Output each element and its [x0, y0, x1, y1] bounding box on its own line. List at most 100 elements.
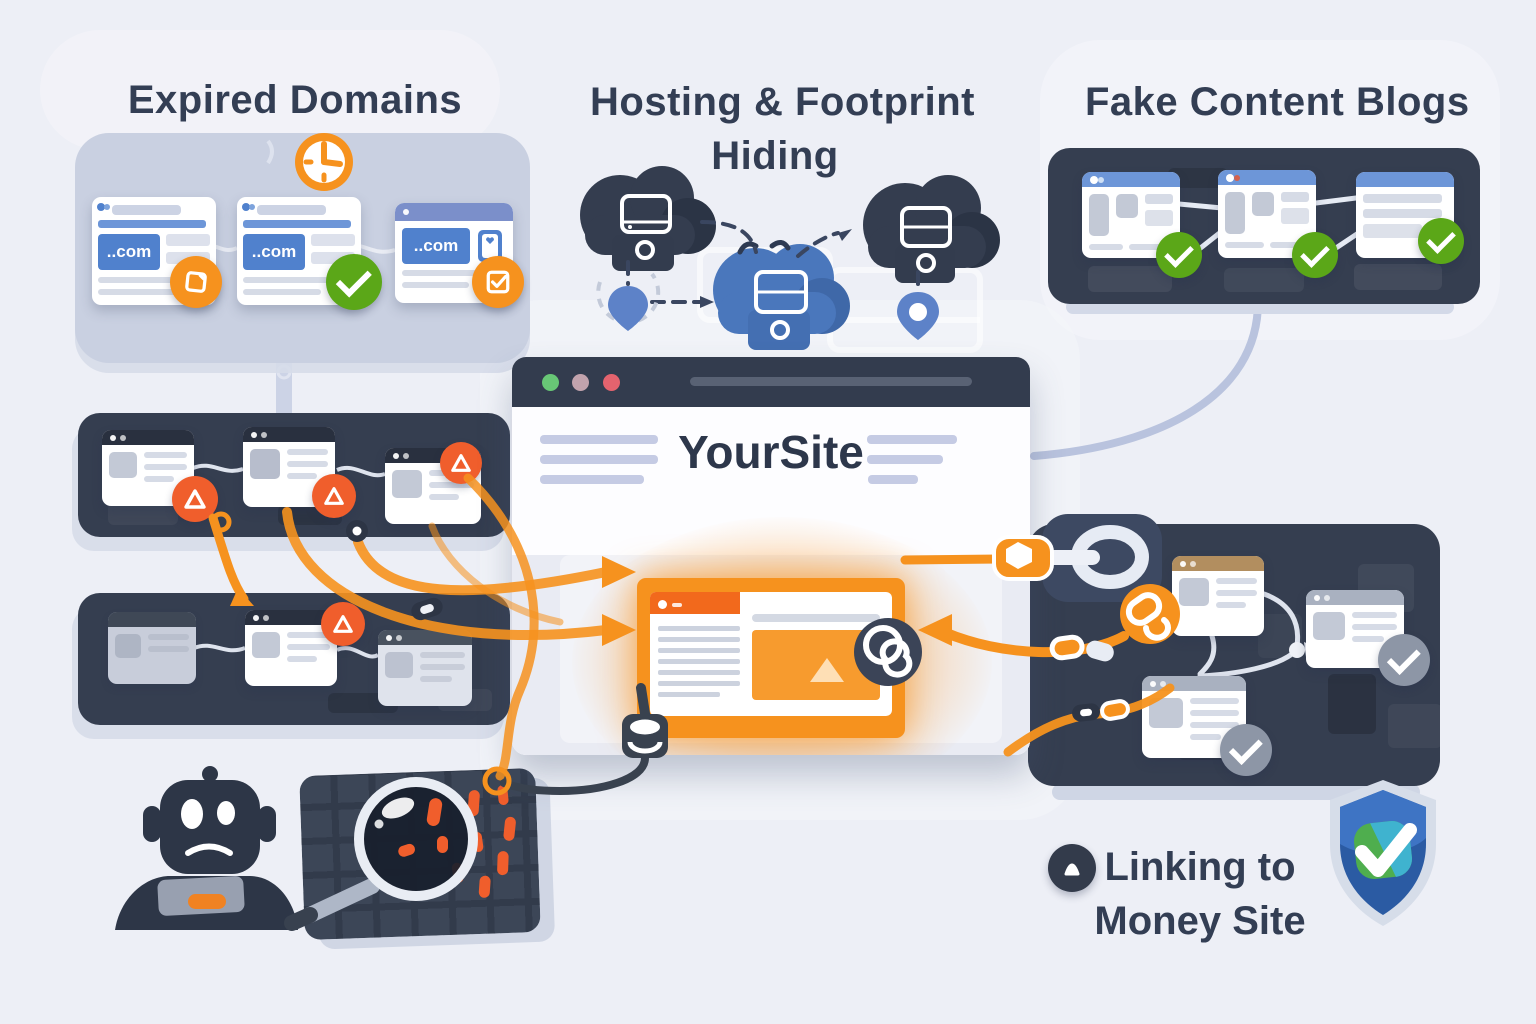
card-header	[1172, 556, 1264, 571]
photo-frame-icon	[185, 271, 207, 293]
blog-check-badge	[1292, 232, 1338, 278]
check-icon	[1228, 730, 1264, 766]
heading-expired-domains: Expired Domains	[127, 78, 463, 122]
domain-label: ..com	[243, 234, 305, 270]
blog-check-badge	[1418, 218, 1464, 264]
text-line	[540, 435, 658, 444]
card-header	[378, 630, 472, 645]
footprint-marks-icon	[496, 784, 510, 806]
money-site-caption: Linking to Money Site	[1020, 840, 1380, 948]
domain-label: ..com	[402, 228, 470, 264]
card-header	[102, 430, 194, 445]
card-header	[1356, 172, 1454, 187]
traffic-light-green	[542, 374, 559, 391]
cloud-server-icon	[713, 240, 850, 350]
dashed-arrowhead	[838, 229, 852, 241]
photo-frame-badge	[170, 256, 222, 308]
heart-card-icon	[478, 230, 502, 262]
warning-triangle-icon	[184, 489, 206, 509]
gray-check-badge	[1220, 724, 1272, 776]
footprint-marks-icon	[496, 850, 509, 876]
bell-icon	[1064, 863, 1080, 876]
check-icon	[1386, 640, 1422, 676]
card-header	[108, 612, 196, 627]
text-line	[867, 435, 957, 444]
sad-robot-icon	[115, 766, 298, 930]
checkbox-check-icon	[486, 270, 510, 294]
pbn-connector-lines	[192, 463, 386, 478]
warning-triangle-icon	[333, 615, 353, 633]
featured-content-card	[637, 578, 905, 738]
warning-badge	[312, 474, 356, 518]
card-header	[1082, 172, 1180, 187]
checkbox-badge	[472, 256, 524, 308]
domain-card-bluebar	[243, 220, 351, 228]
domain-card-header	[395, 203, 513, 221]
fake-blog-card	[1356, 172, 1454, 258]
logo-dots-icon	[1090, 175, 1104, 184]
card-header	[1142, 676, 1246, 691]
domain-card-bluebar	[98, 220, 206, 228]
check-icon	[1426, 224, 1456, 255]
warning-triangle-icon	[324, 487, 344, 505]
money-site-line1: Linking to	[1104, 845, 1296, 889]
content-line	[752, 614, 880, 622]
heading-fake-content-blogs: Fake Content Blogs	[1085, 80, 1470, 124]
dashed-arrowhead	[700, 296, 714, 308]
check-icon	[1164, 238, 1194, 269]
warning-badge	[440, 442, 482, 484]
content-card-header	[650, 592, 740, 614]
browser-content: YourSite	[512, 407, 1030, 755]
bell-badge	[1048, 844, 1096, 892]
text-line	[868, 475, 918, 484]
pbn-connector-lines	[193, 643, 380, 659]
map-pin-icon	[897, 292, 939, 340]
clock-icon	[295, 133, 353, 191]
text-line	[867, 455, 943, 464]
yoursite-browser-window: YourSite	[512, 357, 1030, 755]
browser-glyph-icon	[242, 203, 255, 211]
domain-label: ..com	[98, 234, 160, 270]
domain-card-topbar	[257, 205, 327, 215]
warning-triangle-icon	[451, 454, 471, 472]
cloud-server-icon	[863, 175, 1000, 283]
text-line	[540, 475, 644, 484]
text-line	[540, 455, 658, 464]
footprint-marks-icon	[451, 861, 465, 884]
card-header	[243, 427, 335, 442]
card-header	[1306, 590, 1404, 605]
browser-glyph-icon	[97, 203, 110, 211]
pbn-card	[102, 430, 194, 506]
heading-hosting-line1: Hosting & Footprint	[590, 80, 975, 124]
linked-site-card	[1172, 556, 1264, 636]
footprint-marks-icon	[478, 875, 491, 899]
warning-badge	[172, 476, 218, 522]
content-card-inner	[650, 592, 892, 716]
gray-check-badge	[1378, 634, 1430, 686]
heading-hosting-line2: Hiding	[711, 134, 839, 178]
approved-check-badge	[326, 254, 382, 310]
fake-blog-card	[1218, 170, 1316, 258]
footprint-keyboard-panel	[299, 767, 541, 941]
pbn-card-muted	[378, 630, 472, 706]
cloud-server-icon	[580, 166, 716, 271]
card-header	[1218, 170, 1316, 185]
shield-check-icon	[1330, 780, 1436, 926]
check-icon	[1300, 238, 1330, 269]
traffic-light-gray	[572, 374, 589, 391]
logo-dots-icon	[1226, 173, 1240, 182]
domain-card-topbar	[112, 205, 182, 215]
warning-badge	[321, 602, 365, 646]
pbn-card-muted	[108, 612, 196, 684]
map-pin-icon	[608, 286, 648, 331]
traffic-light-red	[603, 374, 620, 391]
footprint-marks-icon	[502, 816, 517, 842]
money-site-line2: Money Site	[1094, 899, 1306, 943]
title-bar-line	[690, 377, 972, 386]
yoursite-title: YourSite	[678, 426, 864, 478]
footprint-marks-icon	[471, 831, 484, 853]
image-placeholder-icon	[752, 630, 880, 700]
window-dot	[403, 209, 409, 215]
